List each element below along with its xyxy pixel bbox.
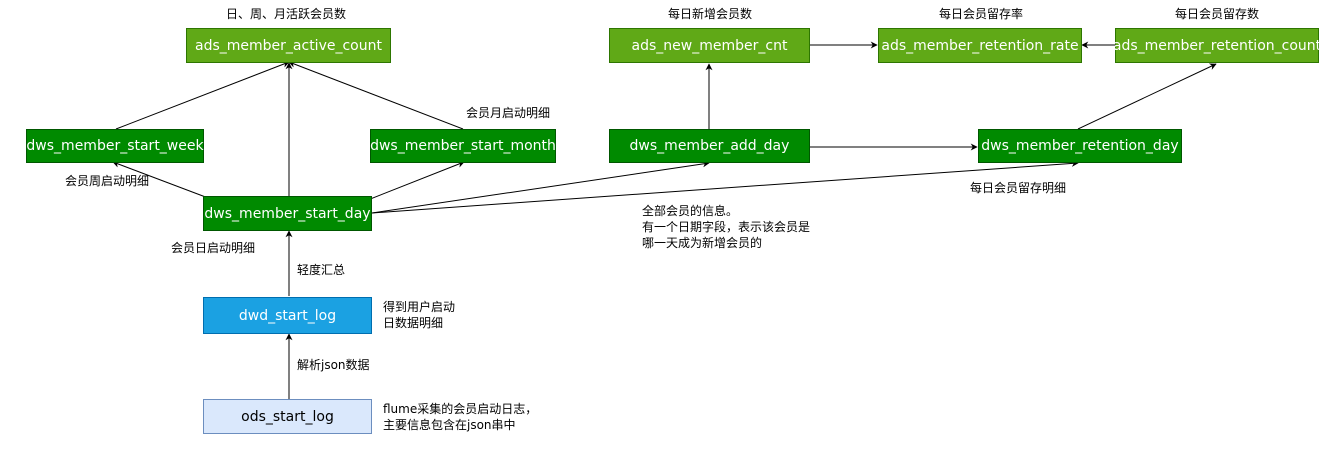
edge-month-to-active <box>288 60 464 130</box>
label-dwd-desc-line-2: 日数据明细 <box>383 316 444 330</box>
label-retention-count: 每日会员留存数 <box>1175 7 1260 21</box>
node-ods-start-log[interactable]: ods_start_log <box>203 399 372 434</box>
edge-day-to-add-day <box>371 160 710 214</box>
node-dws-member-start-day[interactable]: dws_member_start_day <box>203 196 372 231</box>
label-new-member: 每日新增会员数 <box>668 7 753 21</box>
label-ods-desc: flume采集的会员启动日志， 主要信息包含在json串中 <box>383 401 537 433</box>
node-ads-member-retention-rate[interactable]: ads_member_retention_rate <box>878 28 1082 63</box>
node-dwd-start-log[interactable]: dwd_start_log <box>203 297 372 334</box>
label-start-day: 会员日启动明细 <box>171 241 256 255</box>
edges <box>112 41 1217 399</box>
edge-retention-day-to-retention-count <box>1077 63 1217 130</box>
node-dws-member-start-week[interactable]: dws_member_start_week <box>26 129 204 163</box>
node-dws-member-start-month[interactable]: dws_member_start_month <box>370 129 556 163</box>
label-retention-day: 每日会员留存明细 <box>970 181 1067 195</box>
label-light-summary: 轻度汇总 <box>297 263 346 277</box>
label-dwd-desc: 得到用户启动 日数据明细 <box>383 299 455 331</box>
label-ods-desc-line-1: flume采集的会员启动日志， <box>383 402 538 416</box>
label-active-count: 日、周、月活跃会员数 <box>226 7 347 21</box>
label-parse-json: 解析json数据 <box>297 358 370 372</box>
node-ads-new-member-cnt[interactable]: ads_new_member_cnt <box>609 28 810 63</box>
node-dws-member-retention-day[interactable]: dws_member_retention_day <box>978 129 1182 163</box>
label-retention-rate: 每日会员留存率 <box>939 7 1024 21</box>
label-dwd-desc-line-1: 得到用户启动 <box>383 300 456 314</box>
edge-day-to-retention-day <box>371 159 1079 214</box>
node-dws-member-add-day[interactable]: dws_member_add_day <box>609 129 810 163</box>
label-ods-desc-line-2: 主要信息包含在json串中 <box>383 418 516 432</box>
edge-week-to-active <box>115 61 290 130</box>
label-add-day-desc-line-3: 哪一天成为新增会员的 <box>642 236 763 250</box>
node-ads-member-retention-count[interactable]: ads_member_retention_count <box>1113 28 1321 63</box>
label-start-month: 会员月启动明细 <box>466 106 551 120</box>
label-add-day-desc-line-1: 全部会员的信息。 <box>642 204 739 218</box>
label-start-week: 会员周启动明细 <box>65 174 150 188</box>
label-add-day-desc-line-2: 有一个日期字段，表示该会员是 <box>642 220 811 234</box>
node-ads-member-active-count[interactable]: ads_member_active_count <box>186 28 391 63</box>
label-add-day-desc: 全部会员的信息。 有一个日期字段，表示该会员是 哪一天成为新增会员的 <box>642 203 810 251</box>
